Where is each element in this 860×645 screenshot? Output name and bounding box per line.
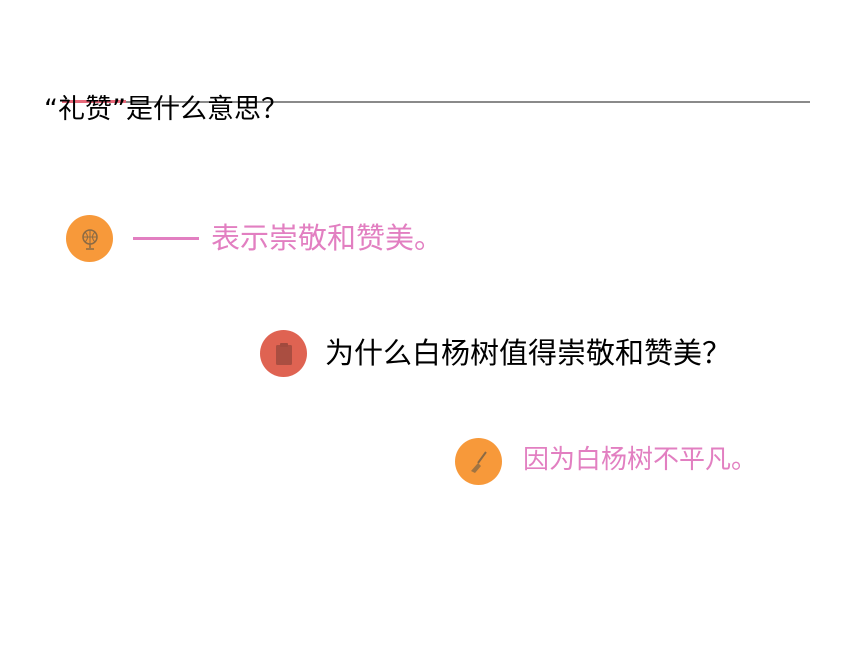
answer-text-1: 表示崇敬和赞美。 <box>133 218 443 258</box>
clipboard-icon <box>260 330 307 377</box>
title-underline <box>62 101 810 103</box>
question-text: 为什么白杨树值得崇敬和赞美？ <box>325 336 732 370</box>
slide-title: “礼赞”是什么意思？ <box>44 94 288 125</box>
globe-icon <box>66 215 113 262</box>
dash-line <box>133 236 199 240</box>
title-underline-accent <box>62 100 126 103</box>
answer-text-2: 因为白杨树不平凡。 <box>523 445 758 475</box>
broom-icon <box>455 438 502 485</box>
answer-label-1: 表示崇敬和赞美。 <box>211 221 444 255</box>
